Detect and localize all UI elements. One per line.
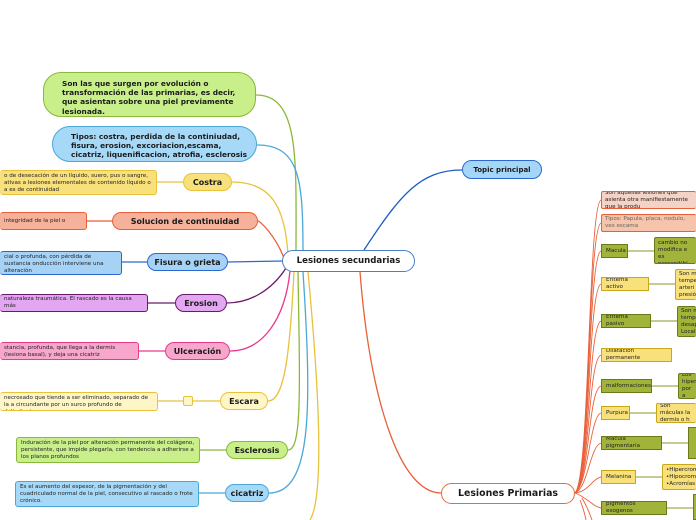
primary-item-eritema-pasivo-label: Eritema pasivo: [606, 314, 628, 327]
primary-item-macula-pigmentaria-label: Macula pigmentaria: [606, 436, 640, 449]
primary-item-purpura-label: Purpura: [606, 409, 628, 416]
primary-item-malformaciones-detail-text: Los hiper por a: [682, 373, 696, 399]
desc-fisura-grieta-text: cial o profunda, con pérdida de sustanci…: [4, 254, 104, 274]
primary-item-purpura-detail[interactable]: Son máculas la dermis o h: [656, 403, 696, 423]
primary-item-purpura[interactable]: Purpura: [601, 406, 630, 420]
node-escara[interactable]: Escara: [220, 392, 268, 410]
desc-fisura-grieta[interactable]: cial o profunda, con pérdida de sustanci…: [0, 251, 122, 275]
link-intro-2: [256, 144, 304, 254]
desc-cicatriz[interactable]: Es el aumento del espesor, de la pigment…: [15, 481, 199, 507]
link-esclerosis: [287, 271, 301, 451]
link-escara: [267, 271, 295, 402]
primary-item-macula-detail-text: Es un cambio no modifica e es percepitib…: [658, 238, 688, 264]
node-erosion[interactable]: Erosion: [175, 294, 227, 312]
node-ulceracion-label: Ulceración: [173, 346, 222, 356]
primary-item-macula-detail[interactable]: Es un cambio no modifica e es percepitib…: [654, 237, 696, 264]
central-node-label: Lesiones secundarias: [296, 256, 401, 266]
primary-item-pigmentos-exogenos[interactable]: pigmentos exogenos: [601, 501, 667, 515]
primary-item-melanina[interactable]: Melanina: [601, 470, 636, 484]
primary-item-melanina-label: Melanina: [606, 473, 632, 480]
primary-item-eritema-activo[interactable]: Eritema activo: [601, 277, 649, 291]
primary-item-eritema-pasivo-detail-text: Son m tempe desap Locali: [681, 307, 696, 335]
desc-solucion-continuidad[interactable]: integridad de la piel o: [0, 212, 87, 230]
link-intro-1: [255, 94, 297, 254]
desc-escara-text: necrosado que tiende a ser eliminado, se…: [4, 395, 149, 410]
link-extra: [307, 271, 320, 520]
node-solucion-continuidad-label: Solucion de continuidad: [130, 216, 240, 226]
node-esclerosis[interactable]: Esclerosis: [226, 441, 288, 459]
node-erosion-label: Erosion: [184, 298, 218, 308]
primary-item-pigmentos-exogenos-label: pigmentos exogenos: [606, 501, 636, 514]
primary-item-malformaciones[interactable]: malformaciones: [601, 379, 652, 393]
primary-item-eritema-pasivo[interactable]: Eritema pasivo: [601, 314, 651, 328]
primary-lesions-label: Lesiones Primarias: [458, 488, 558, 499]
primary-item-macula-pigmentaria-child[interactable]: [688, 427, 696, 459]
node-fisura-grieta[interactable]: Fisura o grieta: [147, 253, 228, 271]
primary-item-melanina-detail[interactable]: •Hipercrom •Hipocrom •Acromías: [662, 464, 696, 490]
link-fisura: [227, 260, 284, 263]
primary-item-dilatacion[interactable]: Dilatación permanente: [601, 348, 672, 362]
link-cicatriz: [268, 271, 309, 494]
primary-item-dilatacion-label: Dilatación permanente: [606, 348, 641, 361]
primary-item-eritema-activo-label: Eritema activo: [606, 277, 628, 290]
link-primary: [359, 271, 442, 494]
primary-item-eritema-pasivo-detail[interactable]: Son m tempe desap Locali: [677, 306, 696, 337]
desc-costra[interactable]: o de desecación de un líquido, suero, pu…: [0, 170, 157, 195]
desc-ulceracion-text: stancia, profunda, que llega a la dermis…: [4, 345, 116, 358]
desc-escara[interactable]: necrosado que tiende a ser eliminado, se…: [0, 392, 158, 411]
desc-erosion-text: naturaleza traumática. El rascado es la …: [4, 296, 132, 309]
node-fisura-grieta-label: Fisura o grieta: [154, 257, 221, 267]
primary-item-definition[interactable]: Son aquellas lesiones que asienta otra m…: [601, 191, 696, 209]
primary-item-macula-label: Macula: [606, 247, 626, 254]
desc-costra-text: o de desecación de un líquido, suero, pu…: [4, 173, 151, 193]
link-topic: [363, 169, 463, 251]
link-ulceracion: [229, 270, 291, 352]
primary-item-eritema-activo-detail[interactable]: Son m tempe arteri presió: [675, 269, 696, 300]
link-solucion: [257, 220, 285, 259]
central-node[interactable]: Lesiones secundarias: [282, 250, 415, 272]
node-cicatriz-label: cicatriz: [230, 488, 264, 498]
primary-item-types-text: Tipos: Papula, placa, nodulo, ves escama: [605, 216, 685, 229]
node-ulceracion[interactable]: Ulceración: [165, 342, 230, 360]
link-erosion: [226, 267, 287, 304]
primary-lesions-node[interactable]: Lesiones Primarias: [441, 483, 575, 504]
desc-cicatriz-text: Es el aumento del espesor, de la pigment…: [20, 484, 193, 504]
topic-principal-label: Topic principal: [473, 165, 531, 174]
intro-bubble-types-text: Tipos: costra, perdida de la continiudad…: [71, 132, 248, 160]
primary-item-macula[interactable]: Macula: [601, 244, 628, 258]
primary-item-purpura-detail-text: Son máculas la dermis o h: [660, 403, 691, 423]
intro-bubble-definition[interactable]: Son las que surgen por evolución o trans…: [43, 72, 256, 117]
node-costra-label: Costra: [192, 177, 223, 187]
topic-principal-node[interactable]: Topic principal: [462, 160, 542, 179]
desc-erosion[interactable]: naturaleza traumática. El rascado es la …: [0, 294, 148, 312]
desc-ulceracion[interactable]: stancia, profunda, que llega a la dermis…: [0, 342, 139, 360]
node-escara-label: Escara: [229, 396, 259, 406]
primary-item-malformaciones-detail[interactable]: Los hiper por a: [678, 373, 696, 399]
link-costra: [231, 181, 289, 256]
primary-item-eritema-activo-detail-text: Son m tempe arteri presió: [679, 270, 696, 298]
node-costra[interactable]: Costra: [183, 173, 232, 191]
node-solucion-continuidad[interactable]: Solucion de continuidad: [112, 212, 258, 230]
desc-solucion-continuidad-text: integridad de la piel o: [4, 217, 66, 224]
primary-item-types[interactable]: Tipos: Papula, placa, nodulo, ves escama: [601, 214, 696, 232]
escara-connector-dot: [183, 396, 193, 406]
node-esclerosis-label: Esclerosis: [234, 445, 280, 455]
primary-item-definition-text: Son aquellas lesiones que asienta otra m…: [605, 191, 688, 209]
intro-bubble-types[interactable]: Tipos: costra, perdida de la continiudad…: [52, 126, 257, 162]
primary-item-melanina-detail-text: •Hipercrom •Hipocrom •Acromías: [666, 466, 696, 487]
primary-item-macula-pigmentaria[interactable]: Macula pigmentaria: [601, 436, 662, 450]
desc-esclerosis-text: Induración de la piel por alteración per…: [21, 440, 195, 460]
node-cicatriz[interactable]: cicatriz: [225, 484, 269, 502]
desc-esclerosis[interactable]: Induración de la piel por alteración per…: [16, 437, 200, 463]
intro-bubble-definition-text: Son las que surgen por evolución o trans…: [62, 79, 236, 116]
primary-item-malformaciones-label: malformaciones: [606, 382, 651, 389]
